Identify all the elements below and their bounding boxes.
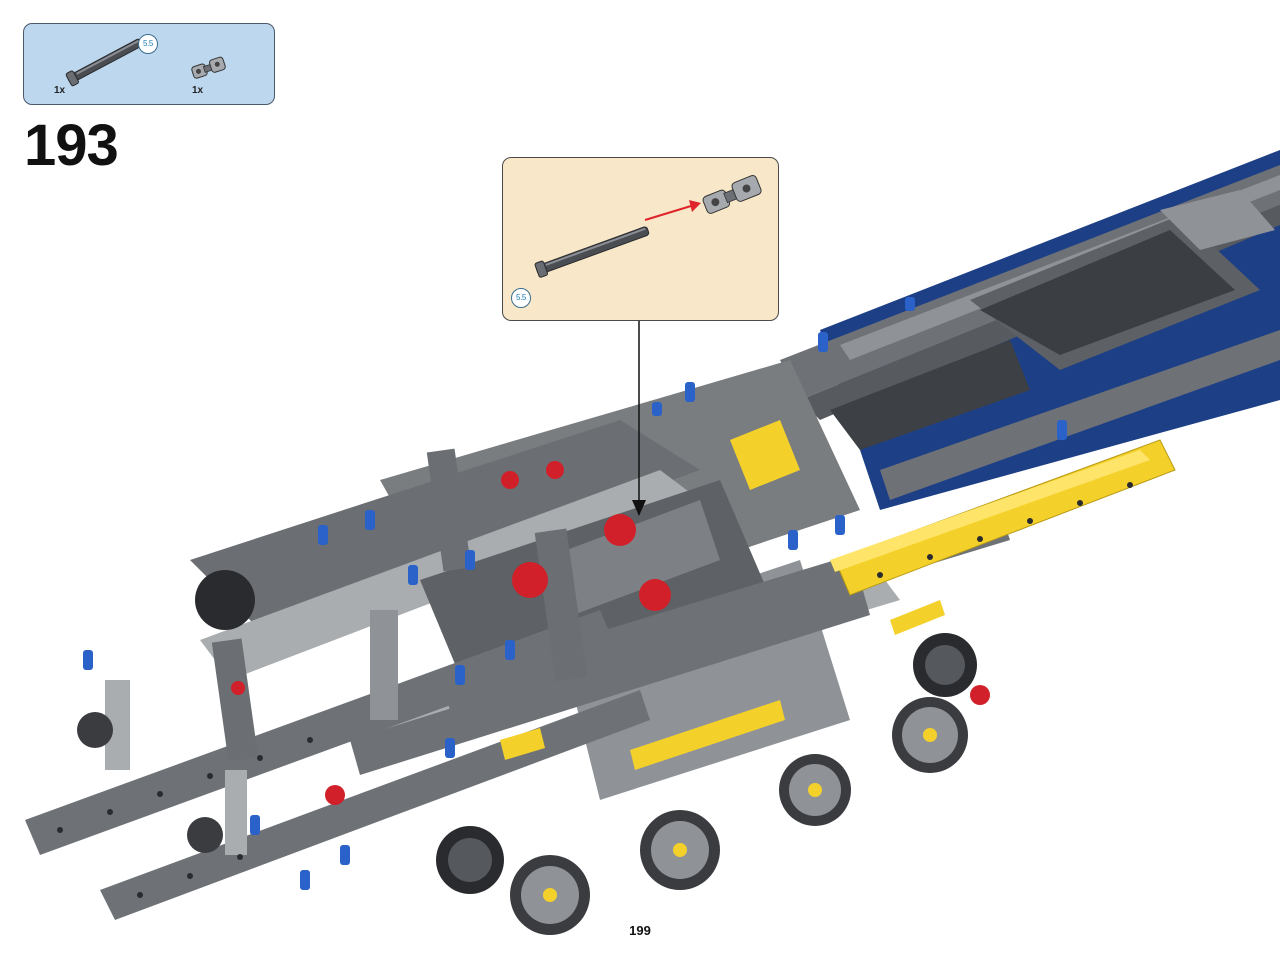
parts-list-box: 5.5 1x 1x	[23, 23, 275, 105]
sub-assembly-callout: 5.5	[502, 157, 779, 321]
axle-length-badge: 5.5	[138, 34, 158, 54]
callout-pointer-arrowhead	[632, 500, 646, 516]
assembly-arrow	[644, 200, 701, 221]
vertical-uprights	[105, 448, 588, 855]
callout-length-badge: 5.5	[511, 288, 531, 308]
callout-axle-icon	[534, 226, 650, 278]
blue-boom-section	[780, 150, 1280, 510]
red-gears	[231, 461, 990, 805]
wheels	[77, 570, 977, 935]
axle-quantity: 1x	[54, 85, 66, 96]
universal-joint-quantity: 1x	[192, 85, 204, 96]
universal-joint-part-icon	[191, 56, 226, 79]
beam-holes	[57, 482, 1133, 898]
callout-universal-joint-icon	[702, 175, 762, 214]
page-number: 199	[629, 923, 651, 938]
yellow-beam	[500, 420, 1176, 770]
axle-part-icon	[65, 38, 143, 87]
step-number: 193	[24, 113, 119, 178]
blue-pins	[83, 297, 1067, 890]
